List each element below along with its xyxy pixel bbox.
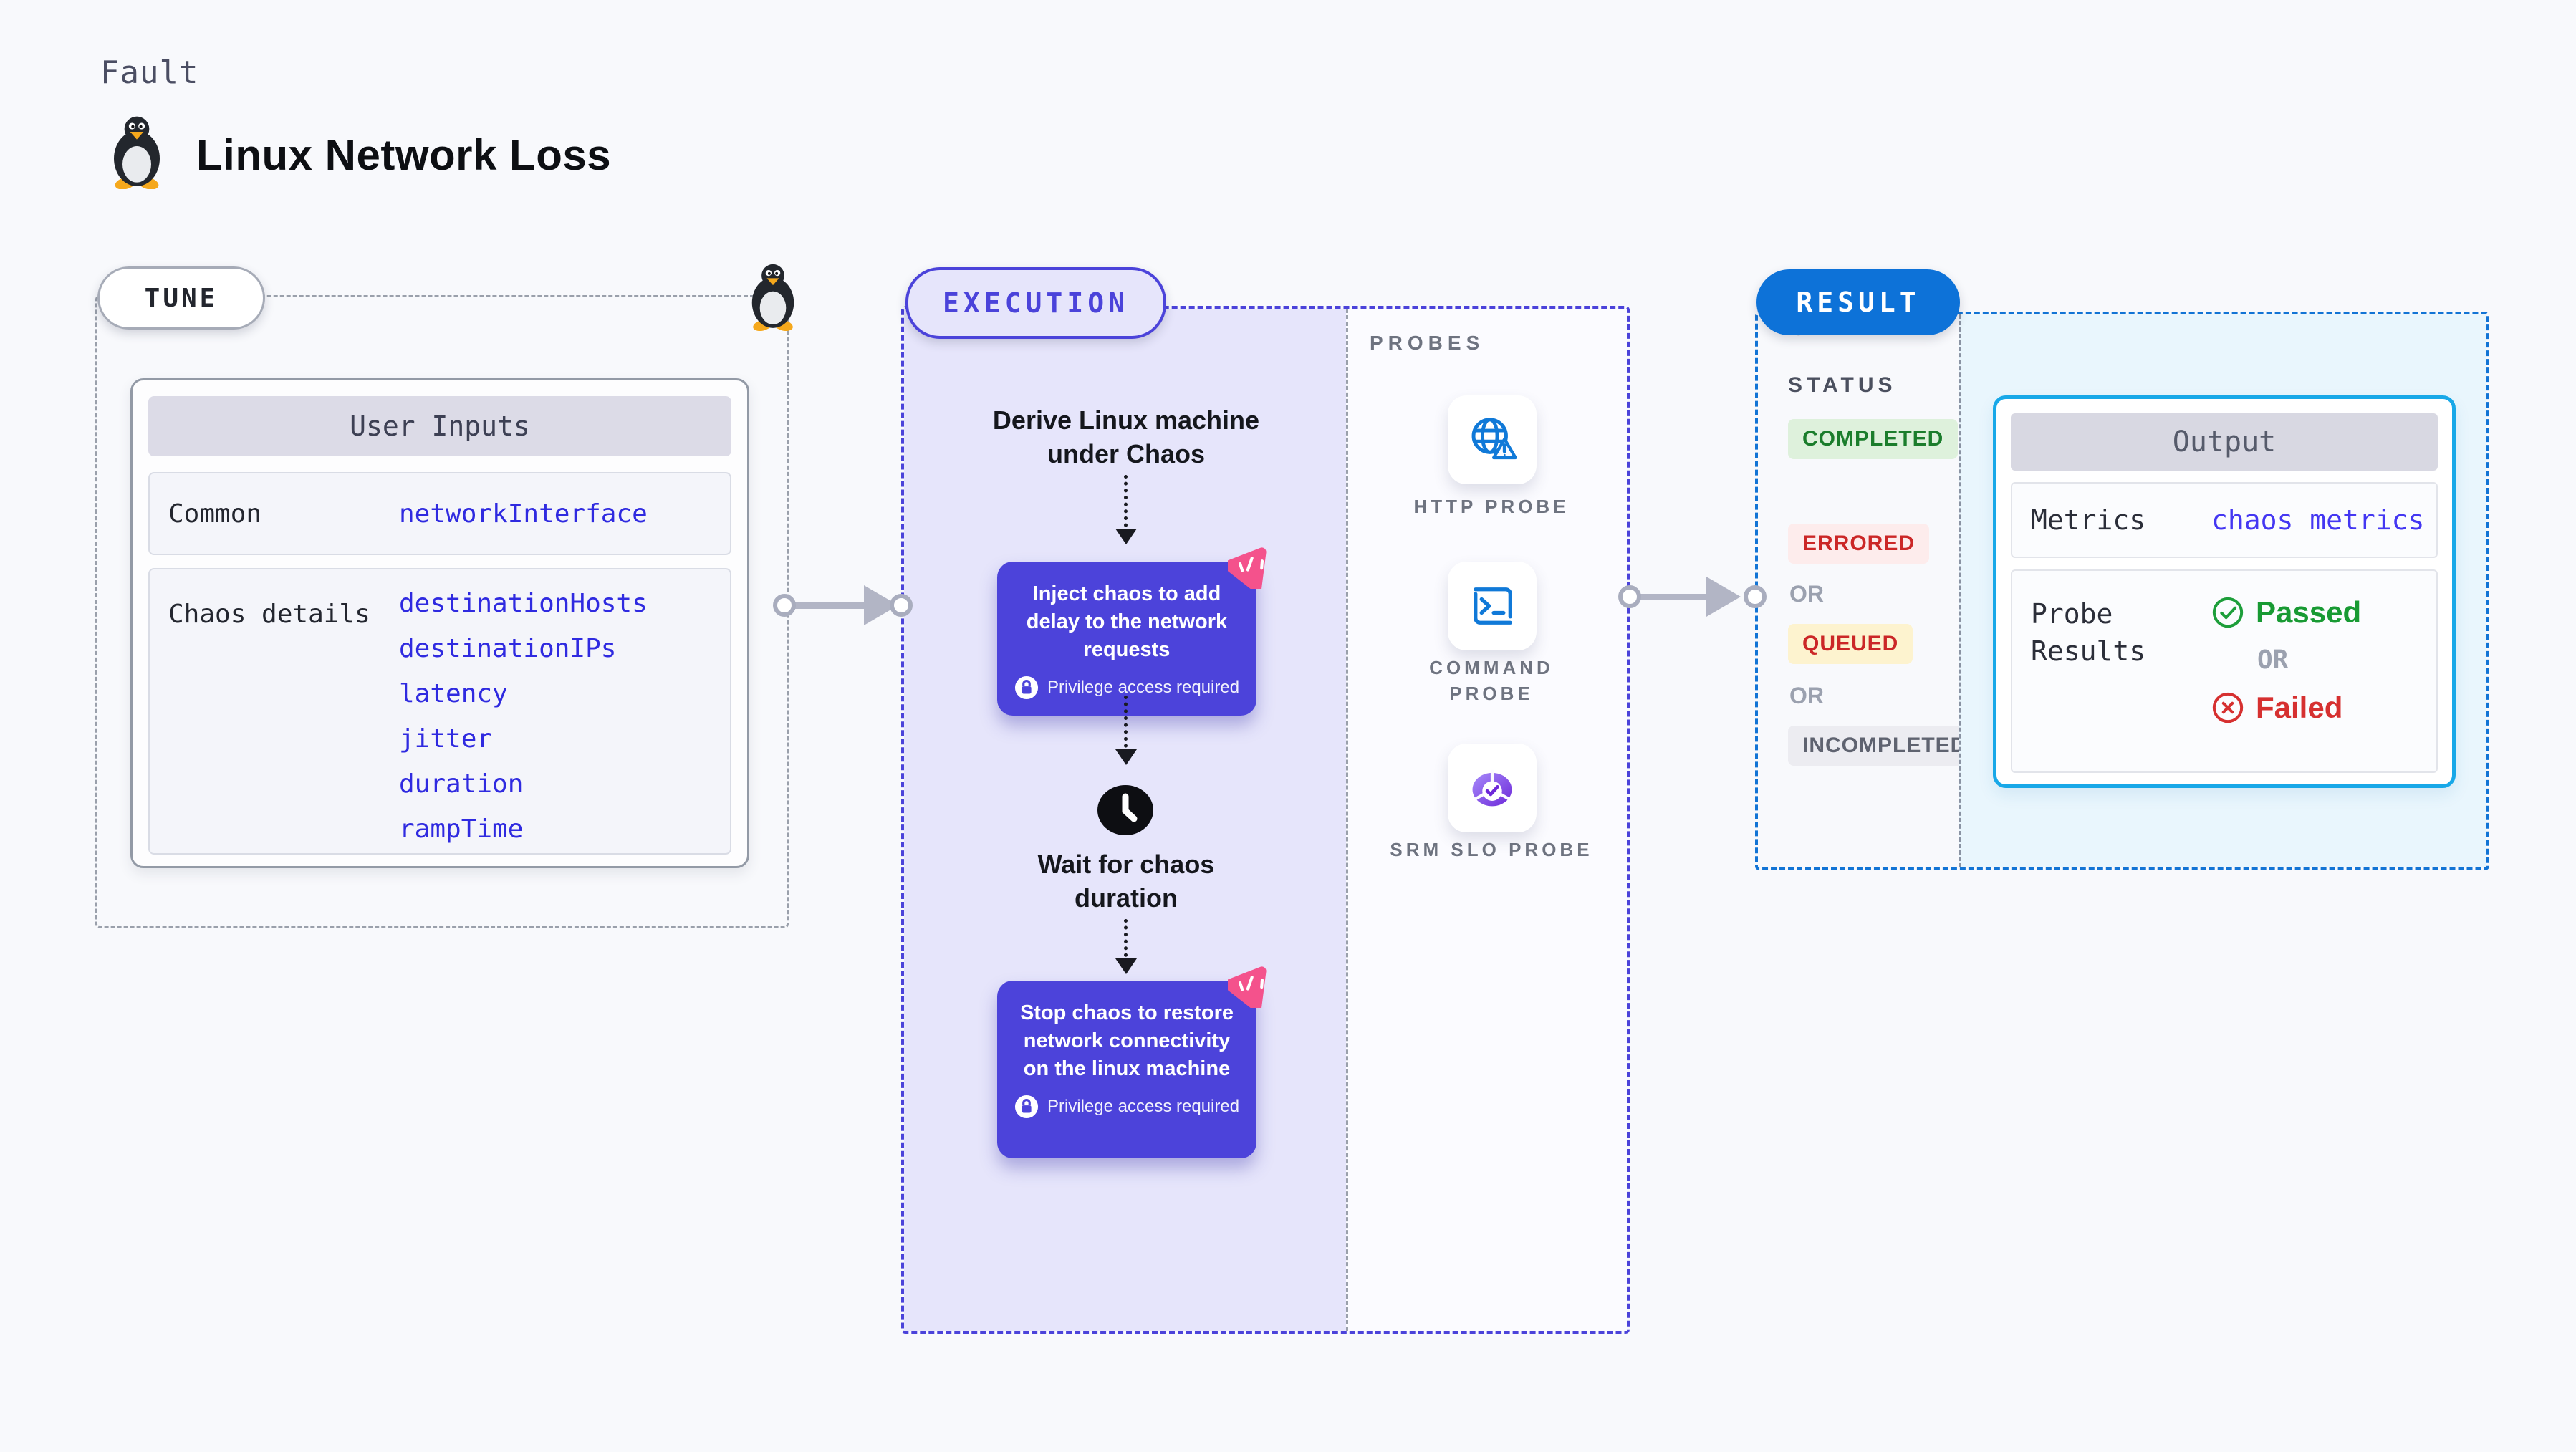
metrics-value: chaos metrics	[2211, 504, 2425, 536]
failed-result: Failed	[2211, 691, 2361, 725]
input-row-label: Chaos details	[168, 600, 370, 629]
user-inputs-header: User Inputs	[148, 396, 731, 456]
input-param: rampTime	[399, 814, 524, 844]
input-row-label: Common	[168, 499, 262, 529]
input-param: duration	[399, 769, 524, 799]
input-param: destinationIPs	[399, 634, 617, 663]
connector-arrow	[784, 602, 869, 609]
failed-label: Failed	[2256, 691, 2343, 724]
output-header: Output	[2011, 413, 2438, 471]
step-inject-text: Inject chaos to add delay to the network…	[1026, 582, 1228, 661]
probe-label: COMMAND PROBE	[1429, 657, 1554, 704]
input-param: destinationHosts	[399, 589, 648, 618]
page-title: Linux Network Loss	[196, 131, 612, 179]
probes-panel: PROBES HTTP PROBE COMMAND PROBE	[1346, 309, 1627, 1331]
input-param: latency	[399, 679, 508, 708]
or-separator: OR	[1789, 683, 1824, 708]
http-probe-card	[1448, 395, 1537, 484]
tune-pill: TUNE	[97, 266, 265, 330]
user-inputs-card: User Inputs Common networkInterface Chao…	[130, 378, 749, 868]
flow-arrow-down	[1115, 696, 1137, 765]
litmus-chaos-icon	[1223, 542, 1275, 593]
srm-slo-probe-card	[1448, 744, 1537, 832]
connector-dot	[773, 594, 796, 617]
globe-warning-icon	[1471, 418, 1517, 460]
connector-arrowhead	[1706, 577, 1741, 617]
step-stop-text: Stop chaos to restore network connectivi…	[1019, 1001, 1234, 1080]
result-pill: RESULT	[1756, 269, 1960, 335]
step-inject-node: Inject chaos to add delay to the network…	[997, 547, 1267, 716]
or-separator: OR	[1789, 581, 1824, 607]
probe-results-label: Probe Results	[2031, 598, 2146, 667]
fault-kicker: Fault	[100, 54, 199, 91]
step-derive: Derive Linux machine under Chaos	[992, 405, 1260, 468]
passed-label: Passed	[2256, 595, 2362, 629]
litmus-chaos-icon	[1223, 961, 1275, 1012]
metrics-row: Metrics chaos metrics	[2011, 482, 2438, 558]
connector-dot	[1618, 585, 1641, 608]
probe-label: SRM SLO PROBE	[1390, 839, 1593, 860]
output-card: Output Metrics chaos metrics Probe Resul…	[1993, 395, 2456, 788]
tux-penguin-icon	[106, 115, 168, 190]
input-row-chaos-details: Chaos details destinationHosts destinati…	[148, 568, 731, 855]
status-badge-errored: ERRORED	[1788, 524, 1930, 564]
status-title: STATUS	[1788, 373, 1897, 397]
execution-section: Derive Linux machine under Chaos Inject …	[901, 306, 1630, 1334]
clock-icon	[1096, 783, 1155, 837]
slo-pie-check-icon	[1472, 769, 1512, 807]
lock-icon	[1014, 675, 1038, 700]
connector-arrow	[1630, 594, 1721, 600]
connector-dot	[890, 594, 913, 617]
terminal-icon	[1474, 587, 1512, 625]
flow-arrow-down	[1115, 475, 1137, 544]
probe-label: HTTP PROBE	[1413, 496, 1570, 517]
connector-dot	[1744, 585, 1767, 608]
flow-arrow-down	[1115, 919, 1137, 974]
privilege-label: Privilege access required	[1047, 1097, 1240, 1116]
command-probe-card	[1448, 562, 1537, 650]
or-separator: OR	[2257, 645, 2289, 675]
input-param: jitter	[399, 724, 493, 754]
status-badge-queued: QUEUED	[1788, 624, 1913, 664]
check-circle-icon	[2212, 597, 2244, 628]
privilege-row: Privilege access required	[1011, 675, 1242, 700]
privilege-label: Privilege access required	[1047, 678, 1240, 697]
step-stop-node: Stop chaos to restore network connectivi…	[997, 966, 1267, 1158]
status-badge-incompleted: INCOMPLETED	[1788, 726, 1981, 766]
privilege-row: Privilege access required	[1011, 1095, 1242, 1119]
metrics-label: Metrics	[2031, 504, 2146, 536]
passed-result: Passed	[2211, 595, 2361, 630]
lock-icon	[1014, 1095, 1038, 1119]
probe-results-row: Probe Results Passed OR Failed	[2011, 569, 2438, 773]
step-wait: Wait for chaos duration	[1037, 850, 1215, 913]
chaos-param-list: destinationHosts destinationIPs latency …	[399, 569, 648, 852]
input-param: networkInterface	[399, 499, 648, 529]
execution-flow-area: Derive Linux machine under Chaos Inject …	[904, 309, 1346, 1331]
tux-penguin-small-icon	[745, 262, 801, 332]
input-row-common: Common networkInterface	[148, 472, 731, 555]
status-badge-completed: COMPLETED	[1788, 419, 1959, 459]
x-circle-icon	[2212, 692, 2244, 723]
execution-pill: EXECUTION	[905, 267, 1166, 339]
probes-title: PROBES	[1370, 332, 1485, 354]
